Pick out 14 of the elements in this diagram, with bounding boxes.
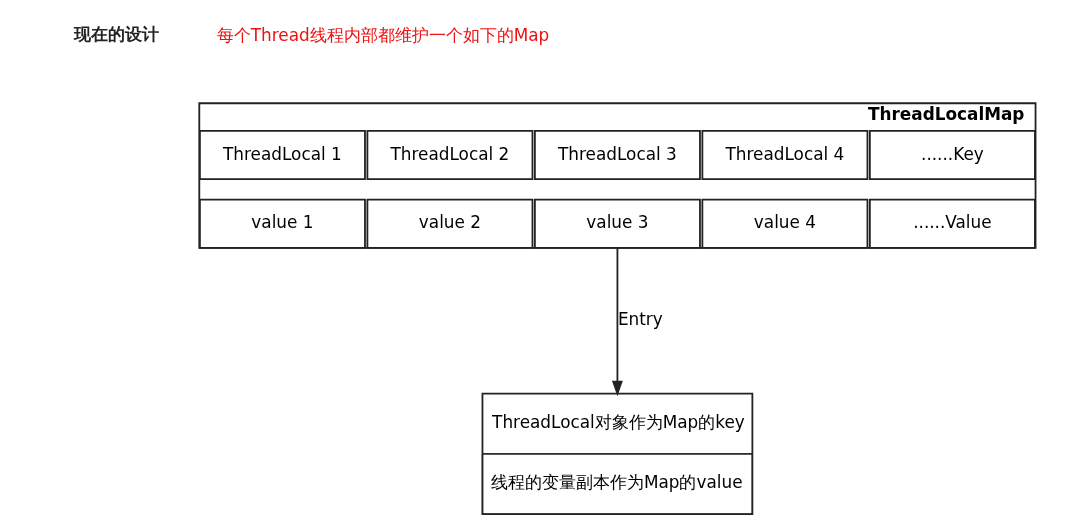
node-box: value 3 (533, 198, 701, 249)
label: 每个Thread线程内部都维护一个如下的Map (216, 25, 550, 46)
label: 现在的设计 (73, 24, 159, 45)
arrow (611, 247, 623, 397)
node-box: ThreadLocal 2 (366, 130, 534, 181)
node-box: value 2 (366, 198, 534, 249)
edge-label: Entry (617, 309, 663, 330)
node-box: ......Key (868, 130, 1036, 181)
node-box: ThreadLocal 1 (199, 130, 366, 181)
node-box: value 4 (701, 198, 869, 249)
node-box: ......Value (868, 198, 1036, 249)
node-box: value 1 (199, 198, 366, 249)
node-box: ThreadLocal 4 (701, 130, 869, 181)
node-box: ThreadLocal 3 (533, 130, 701, 181)
